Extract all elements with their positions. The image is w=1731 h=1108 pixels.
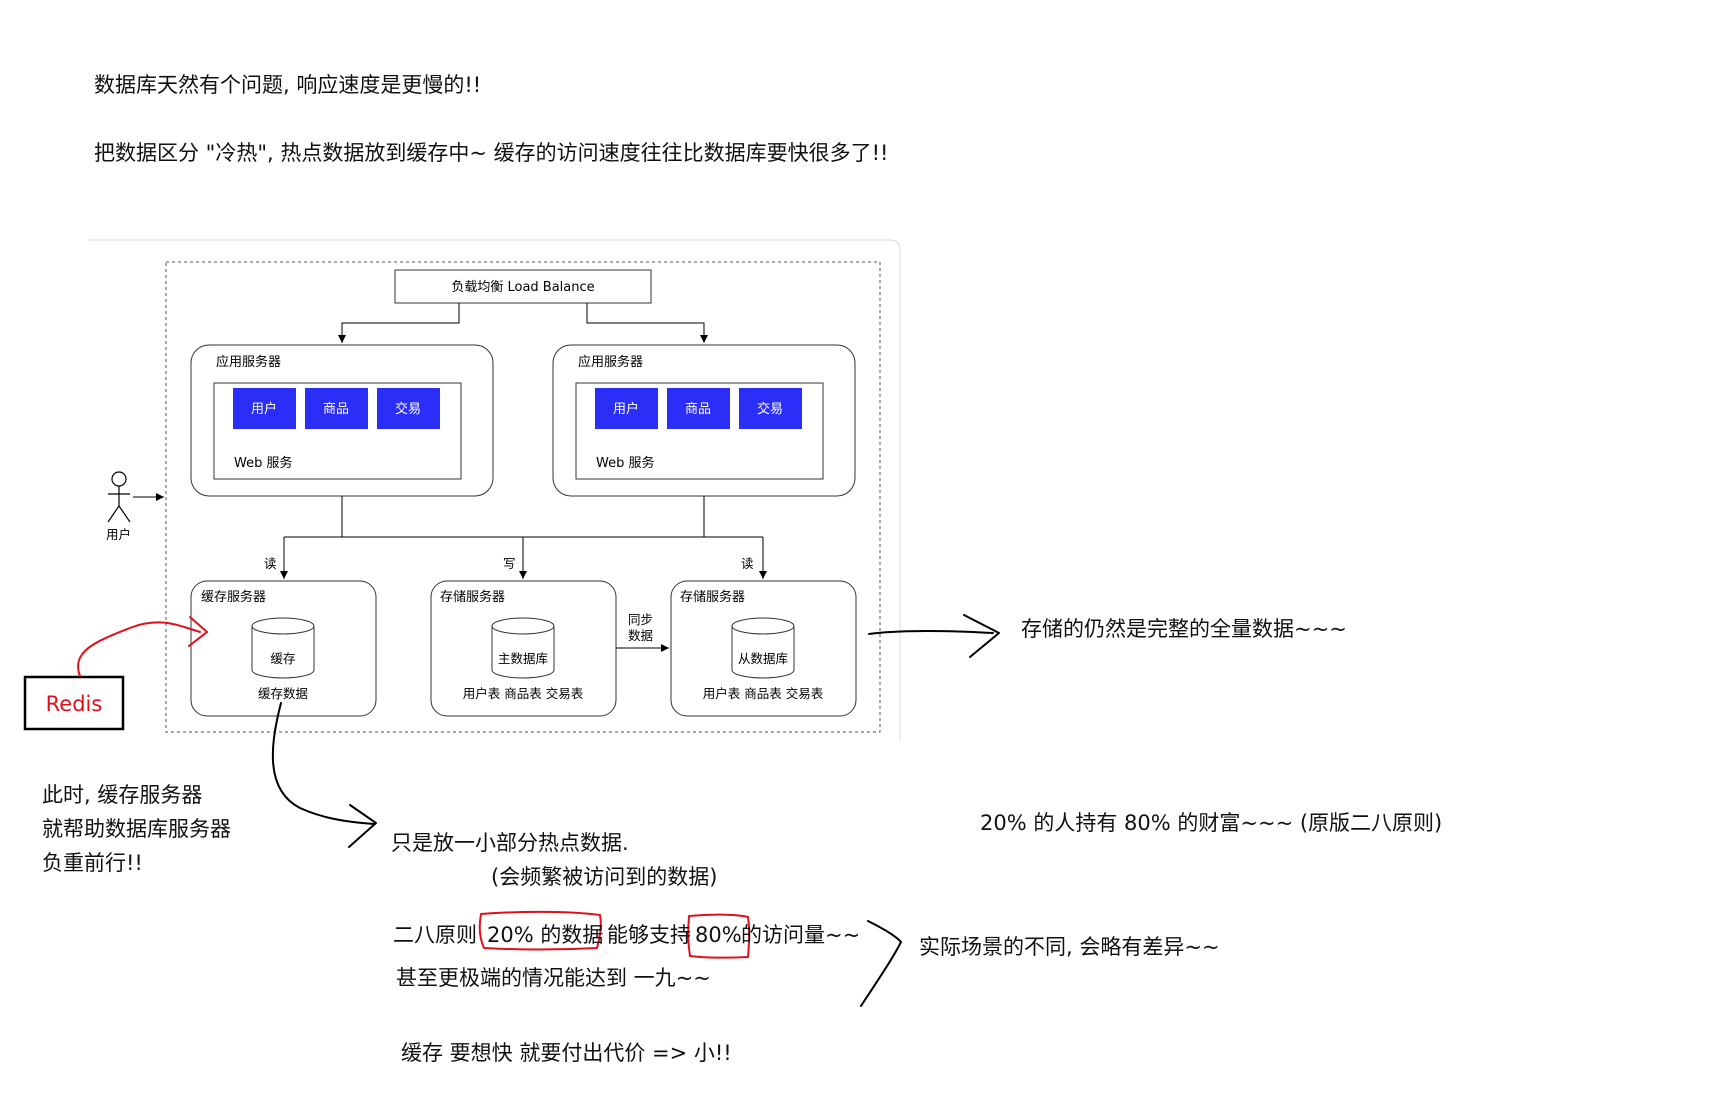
scenario-brace (860, 920, 902, 1007)
app-server-2-title: 应用服务器 (578, 354, 643, 370)
module-product-1 (305, 388, 368, 429)
cache-note-arrowhead (348, 804, 377, 848)
module-product-2-label: 商品 (685, 402, 711, 417)
load-balance-label: 负载均衡 Load Balance (451, 280, 594, 295)
web-service-2-label: Web 服务 (596, 455, 654, 471)
module-trade-1-label: 交易 (395, 401, 421, 417)
storage-slave-caption: 用户表 商品表 交易表 (703, 686, 824, 701)
user-actor (107, 471, 131, 523)
cache-server-caption: 缓存数据 (258, 686, 308, 701)
red-frame-20pct (478, 910, 602, 951)
note-cache-help-1: 此时, 缓存服务器 (42, 783, 203, 807)
app-server-1-title: 应用服务器 (216, 354, 281, 370)
edge-read-label-1: 读 (264, 556, 277, 571)
sync-label-2: 数据 (628, 628, 653, 643)
redis-label: Redis (46, 692, 103, 716)
note-hot-cold: 把数据区分 "冷热", 热点数据放到缓存中~ 缓存的访问速度往往比数据库要快很多… (94, 141, 889, 165)
slave-db-icon (731, 617, 795, 679)
web-service-1-label: Web 服务 (234, 455, 292, 471)
note-pareto-suffix: 的访问量~~ (741, 923, 861, 947)
sync-label-1: 同步 (628, 612, 653, 627)
note-hot-freq: (会频繁被访问到的数据) (491, 865, 718, 889)
note-pareto-pct: 80% (695, 923, 742, 947)
note-pareto-mid: 能够支持 (607, 923, 691, 947)
user-label: 用户 (106, 527, 131, 542)
load-balance-box (394, 269, 652, 304)
cache-db-icon (251, 617, 315, 679)
module-user-1 (233, 388, 296, 429)
note-cost: 缓存 要想快 就要付出代价 => 小!! (401, 1041, 732, 1065)
module-trade-1 (377, 388, 440, 429)
module-user-1-label: 用户 (251, 401, 277, 417)
module-trade-2-label: 交易 (757, 401, 783, 417)
note-storage-full: 存储的仍然是完整的全量数据~~~ (1021, 617, 1347, 641)
cache-server-title: 缓存服务器 (201, 589, 266, 605)
redis-red-arrowhead (188, 616, 208, 647)
note-pareto-prefix: 二八原则 (393, 923, 477, 947)
note-hot-small: 只是放一小部分热点数据. (391, 831, 629, 855)
note-extreme: 甚至更极端的情况能达到 一九~~ (396, 966, 711, 990)
edge-read-label-2: 读 (741, 556, 754, 571)
storage-master-title: 存储服务器 (440, 589, 505, 605)
note-db-slow: 数据库天然有个问题, 响应速度是更慢的!! (94, 73, 482, 97)
system-boundary (165, 261, 881, 733)
edge-write-label: 写 (503, 556, 516, 571)
module-product-1-label: 商品 (323, 402, 349, 417)
storage-note-arrow (868, 629, 994, 635)
master-db-icon (491, 617, 555, 679)
cache-note-curve (271, 702, 375, 825)
module-user-2-label: 用户 (613, 401, 639, 417)
storage-slave-title: 存储服务器 (680, 589, 745, 605)
cache-db-label: 缓存 (270, 651, 295, 666)
lb-to-app2-edge (586, 303, 708, 343)
master-db-label: 主数据库 (498, 651, 548, 666)
note-scenario-diff: 实际场景的不同, 会略有差异~~ (919, 935, 1220, 959)
red-frame-80pct (687, 913, 751, 959)
note-cache-help-3: 负重前行!! (42, 851, 143, 875)
module-user-2 (595, 388, 658, 429)
module-product-2 (667, 388, 730, 429)
redis-box (23, 675, 125, 731)
storage-master-caption: 用户表 商品表 交易表 (463, 686, 584, 701)
note-pareto-data: 20% 的数据 (487, 923, 604, 947)
note-pareto-original: 20% 的人持有 80% 的财富~~~ (原版二八原则) (980, 811, 1443, 835)
diagram-card-frame (88, 239, 901, 740)
slave-db-label: 从数据库 (738, 651, 788, 666)
note-cache-help-2: 就帮助数据库服务器 (42, 817, 231, 841)
lb-to-app1-edge (338, 303, 460, 343)
module-trade-2 (739, 388, 802, 429)
storage-note-arrowhead (963, 614, 1000, 658)
redis-red-arrow (77, 621, 201, 677)
